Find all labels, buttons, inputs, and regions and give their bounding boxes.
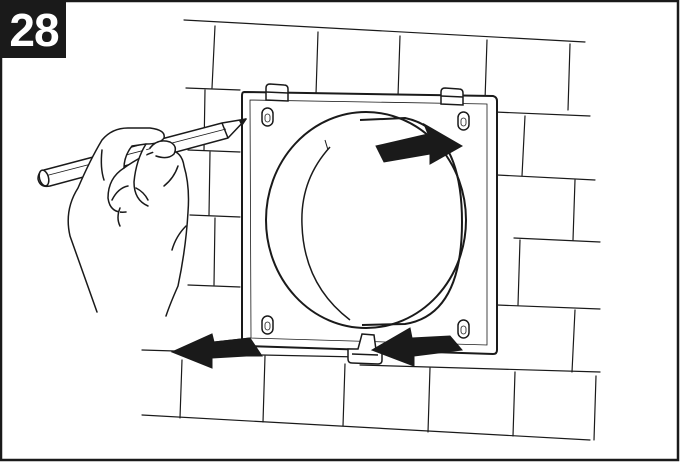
arrow-bottom-left: [172, 334, 262, 368]
step-number-badge: 28: [2, 2, 66, 58]
top-clip-right: [441, 88, 463, 105]
top-clip-left: [266, 84, 288, 101]
